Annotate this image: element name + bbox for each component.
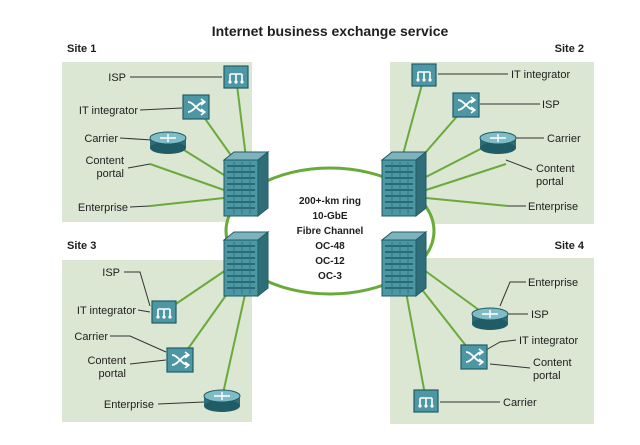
site-3-label-enterprise: Enterprise <box>104 399 154 411</box>
site-4-label-carrier: Carrier <box>503 397 537 409</box>
site-4-title: Site 4 <box>555 240 585 252</box>
site-1-label-enterprise: Enterprise <box>78 202 128 214</box>
site-2-label-isp: ISP <box>542 99 560 111</box>
site-4-label-integrator: IT integrator <box>519 335 578 347</box>
ring-label-distance: 200+-km ring <box>299 196 361 207</box>
site-3-leaders <box>110 271 205 405</box>
site-4-leaders <box>440 281 531 403</box>
ring-label-oc12: OC-12 <box>315 256 345 267</box>
ring-label-fibre: Fibre Channel <box>297 226 364 237</box>
site-1-integrator-switch-icon <box>182 94 210 120</box>
site-3-label-integrator: IT integrator <box>77 305 136 317</box>
site-2-integrator-hub-icon <box>411 63 437 87</box>
site-1-label-integrator: IT integrator <box>79 105 138 117</box>
site-2-label-integrator: IT integrator <box>511 69 570 81</box>
ring-labels: 200+-km ring 10-GbE Fibre Channel OC-48 … <box>297 196 364 282</box>
diagram-title: Internet business exchange service <box>212 23 449 39</box>
ring-label-oc48: OC-48 <box>315 241 345 252</box>
site-2-isp-switch-icon <box>452 92 480 118</box>
site-2-carrier-router-icon <box>479 131 517 155</box>
ring-label-oc3: OC-3 <box>318 271 342 282</box>
site-3-enterprise-router-icon <box>203 389 241 413</box>
site-1-isp-hub-icon <box>223 65 249 89</box>
site-4-label-enterprise: Enterprise <box>528 277 578 289</box>
site-1-label-carrier: Carrier <box>84 133 118 145</box>
site-4-label-isp: ISP <box>531 309 549 321</box>
site-1-title: Site 1 <box>67 43 96 55</box>
site-2-core-switch-icon <box>381 151 427 217</box>
site-2-title: Site 2 <box>555 43 584 55</box>
site-4-carrier-hub-icon <box>413 389 439 413</box>
site-1-carrier-router-icon <box>149 131 187 155</box>
site-1-leaders <box>119 76 222 208</box>
site-1-core-switch-icon <box>223 151 269 217</box>
ring-label-gbe: 10-GbE <box>312 211 347 222</box>
site-3-label-isp: ISP <box>102 267 120 279</box>
site-4-integrator-switch-icon <box>460 344 488 370</box>
site-3-title: Site 3 <box>67 240 96 252</box>
site-2-leaders <box>438 73 544 207</box>
site-3-core-switch-icon <box>223 231 269 297</box>
site-3-isp-hub-icon <box>151 300 177 324</box>
site-2-label-enterprise: Enterprise <box>528 201 578 213</box>
site-2-label-carrier: Carrier <box>547 133 581 145</box>
site-1-label-isp: ISP <box>108 72 126 84</box>
site-3-label-carrier: Carrier <box>74 331 108 343</box>
site-4-isp-router-icon <box>471 307 509 331</box>
site-3-content-switch-icon <box>166 347 194 373</box>
site-4-core-switch-icon <box>381 231 427 297</box>
